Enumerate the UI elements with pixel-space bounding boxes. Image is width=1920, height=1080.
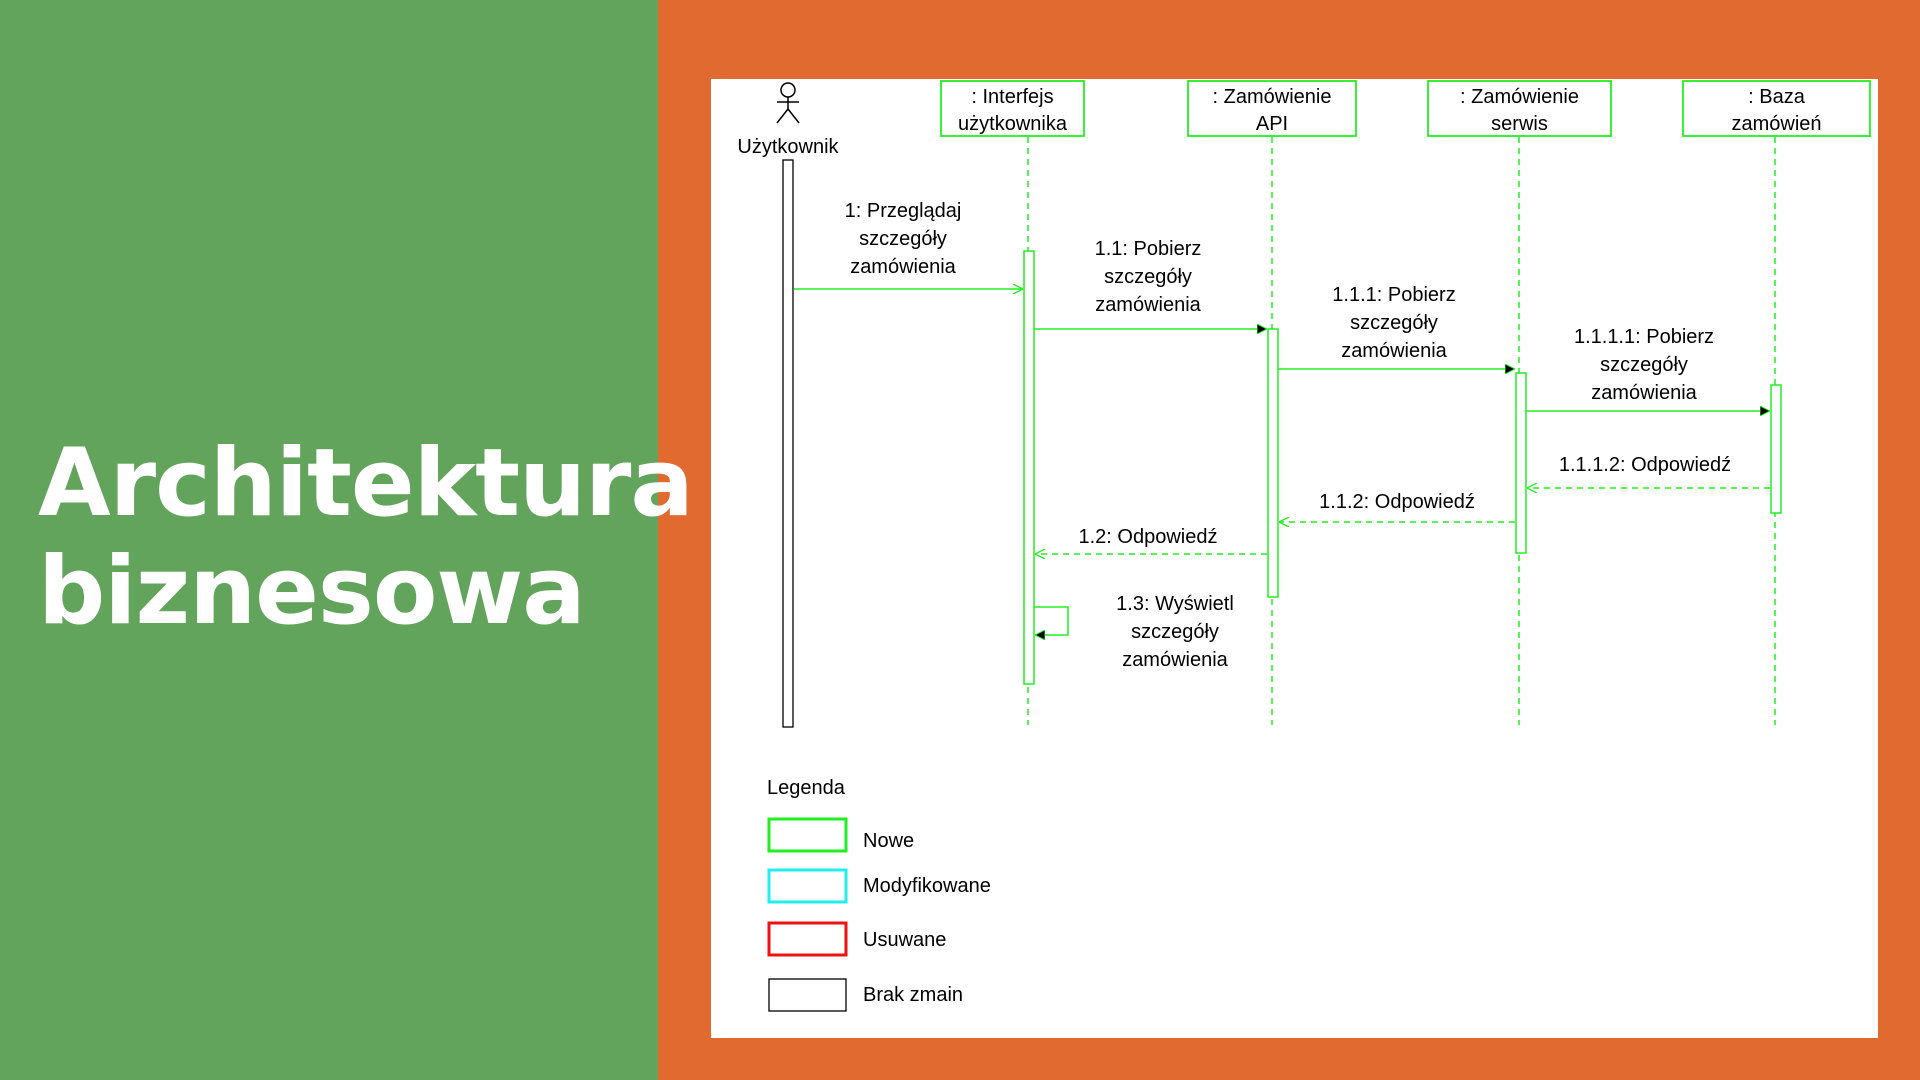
lifeline-zamowienie-serwis-box — [1427, 80, 1612, 137]
activation-serwis-bar — [1515, 372, 1527, 554]
actor-leg-left-icon — [776, 108, 789, 124]
left-panel — [0, 0, 658, 1080]
actor-name: Użytkownik — [737, 136, 839, 158]
message-8-label-line-3: zamówienia — [1122, 649, 1228, 671]
lifeline-baza-label-line-2: zamówień — [1731, 113, 1821, 135]
legend-label-4: Brak zmain — [863, 984, 963, 1006]
activation-interfejs-bar — [1023, 250, 1035, 685]
lifeline-zamowienie-serwis-label-line-1: : Zamówienie — [1460, 86, 1579, 108]
message-4-label-line-3: zamówienia — [1591, 382, 1697, 404]
message-2-label-line-1: 1.1: Pobierz — [1095, 238, 1202, 260]
message-8-label-line-1: 1.3: Wyświetl — [1116, 593, 1234, 615]
message-1-label-line-2: szczegóły — [859, 228, 947, 250]
sequence-diagram: Użytkownik : Interfejs użytkownika : Zamówi… — [737, 80, 1871, 1012]
lifeline-baza-label-line-1: : Baza — [1748, 86, 1806, 108]
message-3-label-line-1: 1.1.1: Pobierz — [1332, 284, 1455, 306]
legend-title: Legenda — [767, 777, 846, 799]
actor-activation-bar — [782, 159, 794, 728]
legend-swatch-3 — [767, 921, 848, 957]
slide-title-line-1: Architektura — [38, 429, 694, 538]
activation-baza-bar — [1770, 384, 1782, 514]
message-8-self-arrow — [1034, 606, 1069, 635]
message-5-label-line-1: 1.1.1.2: Odpowiedź — [1559, 454, 1731, 476]
legend-label-3: Usuwane — [863, 929, 946, 951]
message-6-label-line-1: 1.1.2: Odpowiedź — [1319, 491, 1475, 513]
lifeline-zamowienie-api-box — [1187, 80, 1357, 137]
actor-head-icon — [780, 82, 796, 98]
message-1-label-line-3: zamówienia — [850, 256, 956, 278]
lifeline-interfejs-box — [940, 80, 1085, 137]
lifeline-interfejs-label-line-1: : Interfejs — [971, 86, 1053, 108]
message-7-label-line-1: 1.2: Odpowiedź — [1079, 526, 1218, 548]
slide-title-line-2: biznesowa — [38, 537, 586, 646]
message-1-label-line-1: 1: Przeglądaj — [845, 200, 962, 222]
legend-label-2: Modyfikowane — [863, 875, 991, 897]
lifeline-zamowienie-serwis-label-line-2: serwis — [1491, 113, 1548, 135]
sequence-diagram-card: Użytkownik : Interfejs użytkownika : Zamówi… — [711, 79, 1878, 1038]
legend-swatch-1 — [767, 817, 848, 853]
lifeline-baza-box — [1682, 80, 1871, 137]
message-4-label-line-2: szczegóły — [1600, 354, 1688, 376]
lifeline-interfejs-label-line-2: użytkownika — [958, 113, 1068, 135]
actor-leg-right-icon — [787, 108, 800, 124]
message-8-label-line-2: szczegóły — [1131, 621, 1219, 643]
slide-title: Architektura biznesowa — [38, 429, 694, 646]
message-3-label-line-2: szczegóły — [1350, 312, 1438, 334]
message-2-label-line-3: zamówienia — [1095, 294, 1201, 316]
legend-swatch-4 — [768, 978, 847, 1012]
message-4-label-line-1: 1.1.1.1: Pobierz — [1574, 326, 1714, 348]
lifeline-zamowienie-api-label-line-1: : Zamówienie — [1213, 86, 1332, 108]
lifeline-zamowienie-api-label-line-2: API — [1256, 113, 1288, 135]
legend-swatch-2 — [767, 868, 848, 904]
message-2-label-line-2: szczegóły — [1104, 266, 1192, 288]
message-3-label-line-3: zamówienia — [1341, 340, 1447, 362]
legend-label-1: Nowe — [863, 830, 914, 852]
activation-api-bar — [1267, 328, 1279, 598]
